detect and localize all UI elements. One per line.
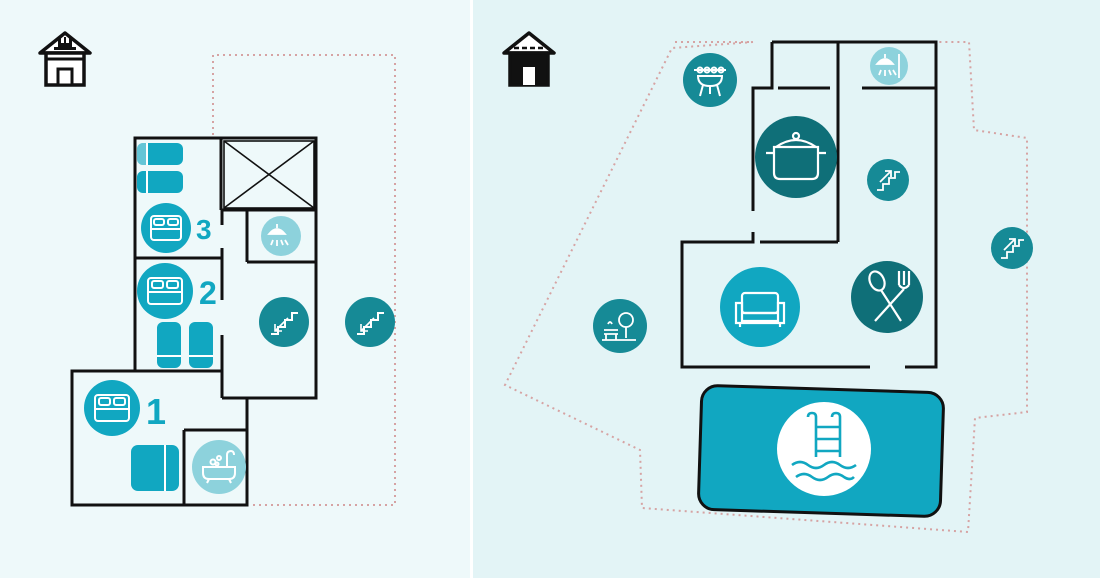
single-bed-icon [137, 143, 183, 165]
room-number: 2 [199, 275, 217, 311]
barbecue-icon [683, 53, 737, 107]
living-room-sofa-icon [720, 267, 800, 347]
kitchen-pot-icon [755, 116, 837, 198]
house-upper-floor-icon [38, 31, 92, 87]
shower-icon [261, 216, 301, 256]
ground-walls [680, 40, 938, 369]
bathtub-icon [192, 440, 246, 494]
single-bed-icon [137, 171, 183, 193]
stairs-down-icon [259, 297, 309, 347]
swimming-pool [697, 384, 945, 518]
outdoor-shower-icon [870, 47, 908, 85]
stairwell-void [223, 140, 315, 209]
double-bed-icon [137, 263, 193, 319]
garden-icon [593, 299, 647, 353]
double-bed-icon [141, 203, 191, 253]
room-number: 1 [146, 391, 166, 432]
single-bed-icon [189, 322, 213, 368]
swimming-pool-icon [777, 402, 871, 496]
upper-walls [70, 136, 318, 507]
dining-cutlery-icon [851, 261, 923, 333]
stairs-up-icon [867, 159, 909, 201]
room-number: 3 [196, 214, 212, 245]
single-bed-icon [157, 322, 181, 368]
double-bed-icon [84, 380, 140, 436]
house-ground-floor-icon [502, 31, 556, 87]
panel-divider [470, 0, 473, 578]
ground-floor-plan [502, 31, 1033, 534]
outdoor-stairs-up-icon [991, 227, 1033, 269]
upper-floor-plan: 3 2 [38, 31, 396, 507]
outdoor-stairs-down-icon [345, 297, 395, 347]
single-bed-icon [131, 445, 179, 491]
